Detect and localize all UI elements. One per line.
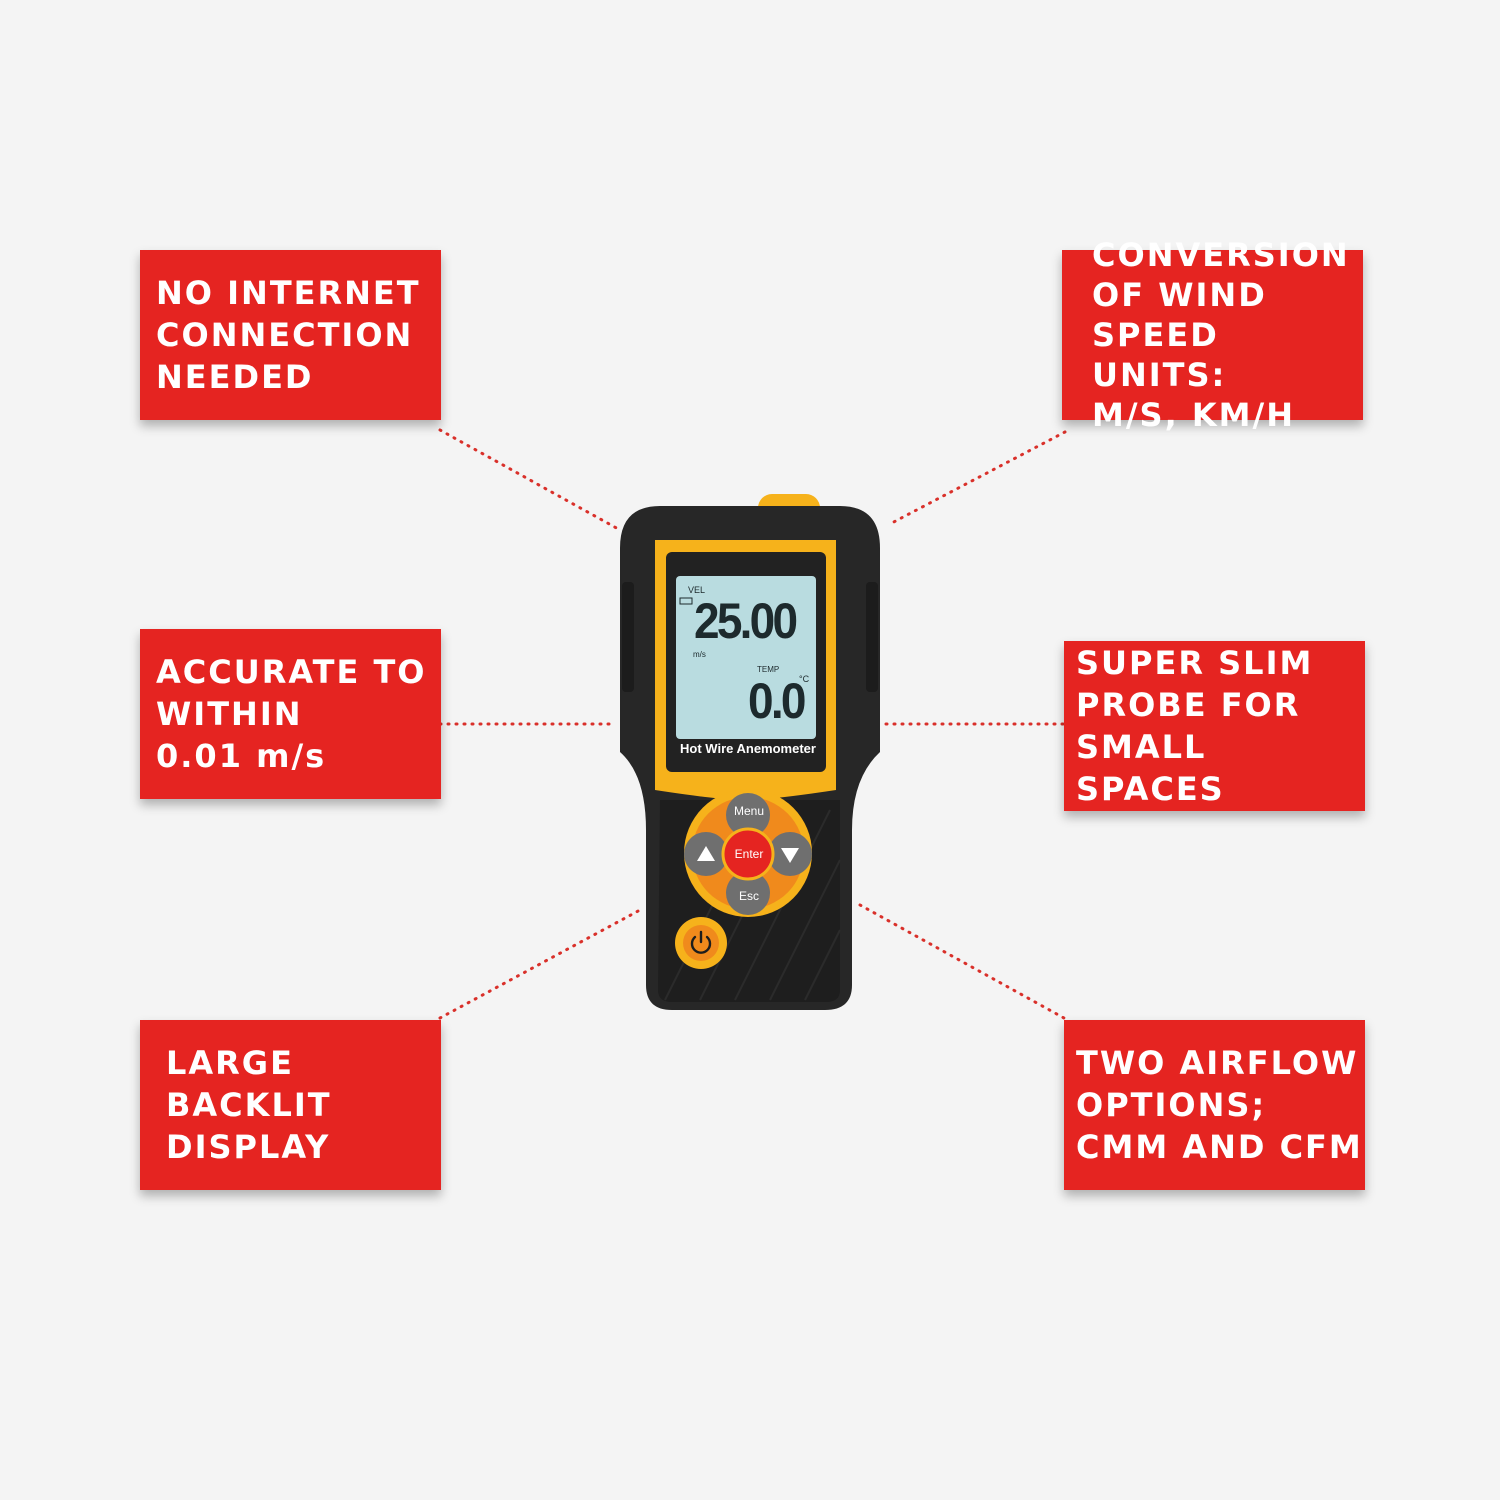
connector-backlit	[438, 908, 642, 1020]
battery-icon	[679, 597, 693, 605]
feature-slim-probe: SUPER SLIM PROBE FOR SMALL SPACES	[1064, 641, 1365, 811]
enter-button-label: Enter	[734, 847, 764, 861]
arrow-down-icon	[781, 848, 799, 863]
lcd-vel-value: 25.00	[694, 593, 798, 649]
esc-button-label: Esc	[738, 889, 759, 903]
connector-units	[886, 430, 1067, 527]
lcd-temp-label: TEMP	[757, 665, 780, 674]
connector-no-internet	[438, 428, 622, 532]
lcd-temp-value: 0.0	[748, 673, 806, 729]
feature-accuracy-text: ACCURATE TO WITHIN 0.01 m/s	[156, 653, 427, 775]
lcd-vel-label: VEL	[688, 585, 706, 595]
feature-airflow-options: TWO AIRFLOW OPTIONS; CMM AND CFM	[1064, 1020, 1365, 1190]
lcd-temp-unit: °C	[799, 674, 810, 684]
feature-accuracy: ACCURATE TO WITHIN 0.01 m/s	[140, 629, 441, 799]
feature-no-internet: NO INTERNET CONNECTION NEEDED	[140, 250, 441, 420]
connector-airflow	[858, 903, 1066, 1020]
enter-button	[721, 827, 775, 881]
menu-button-label: Menu	[733, 804, 765, 818]
device-name: Hot Wire Anemometer	[680, 741, 816, 756]
power-icon	[690, 930, 712, 954]
arrow-up-icon	[697, 846, 715, 861]
feature-no-internet-text: NO INTERNET CONNECTION NEEDED	[156, 274, 421, 396]
feature-unit-conversion-text: CONVERSION OF WIND SPEED UNITS: M/S, KM/…	[1092, 236, 1350, 434]
feature-unit-conversion: CONVERSION OF WIND SPEED UNITS: M/S, KM/…	[1062, 236, 1363, 434]
lcd-screen	[676, 576, 816, 739]
feature-airflow-options-text: TWO AIRFLOW OPTIONS; CMM AND CFM	[1076, 1044, 1363, 1166]
lcd-vel-unit: m/s	[693, 650, 706, 659]
feature-backlit-display-text: LARGE BACKLIT DISPLAY	[166, 1044, 332, 1166]
feature-slim-probe-text: SUPER SLIM PROBE FOR SMALL SPACES	[1076, 644, 1314, 808]
feature-backlit-display: LARGE BACKLIT DISPLAY	[140, 1020, 441, 1190]
